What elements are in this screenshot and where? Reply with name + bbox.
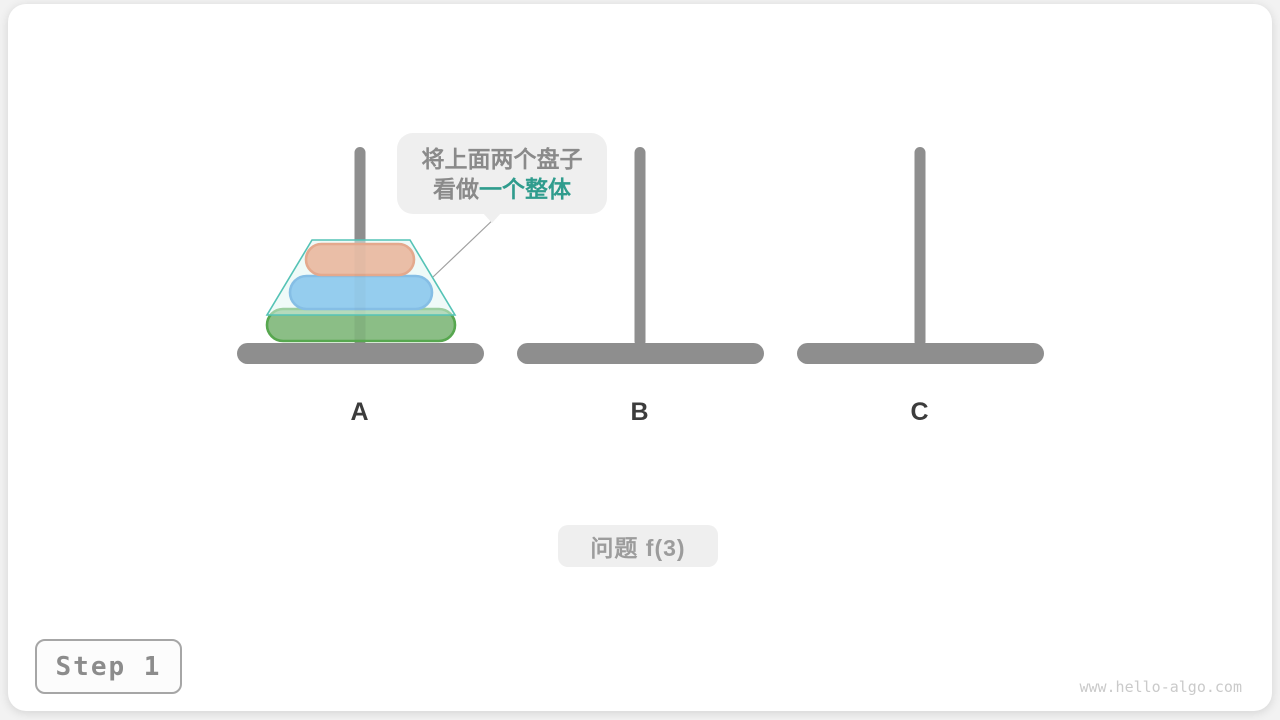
callout-line2-prefix: 看做 xyxy=(433,175,479,202)
watermark-url: www.hello-algo.com xyxy=(1079,678,1242,696)
callout-tail xyxy=(483,213,501,223)
peg-b-base xyxy=(517,343,764,364)
callout-bubble: 将上面两个盘子 看做一个整体 xyxy=(397,133,607,223)
peg-c-base xyxy=(797,343,1044,364)
peg-label-a: A xyxy=(350,398,370,426)
callout-highlight-text: 一个整体 xyxy=(479,175,571,202)
callout-line1: 将上面两个盘子 xyxy=(421,145,583,172)
callout-connector-line xyxy=(432,215,498,278)
peg-label-c: C xyxy=(910,398,930,426)
peg-a-base xyxy=(237,343,484,364)
callout-line2: 看做一个整体 xyxy=(433,174,571,204)
peg-c-pole xyxy=(914,147,926,347)
problem-badge: 问题 f(3) xyxy=(558,525,718,567)
step-badge: Step 1 xyxy=(35,639,182,694)
peg-b-pole xyxy=(634,147,646,347)
peg-label-b: B xyxy=(630,398,650,426)
group-outline-trapezoid xyxy=(265,239,457,316)
